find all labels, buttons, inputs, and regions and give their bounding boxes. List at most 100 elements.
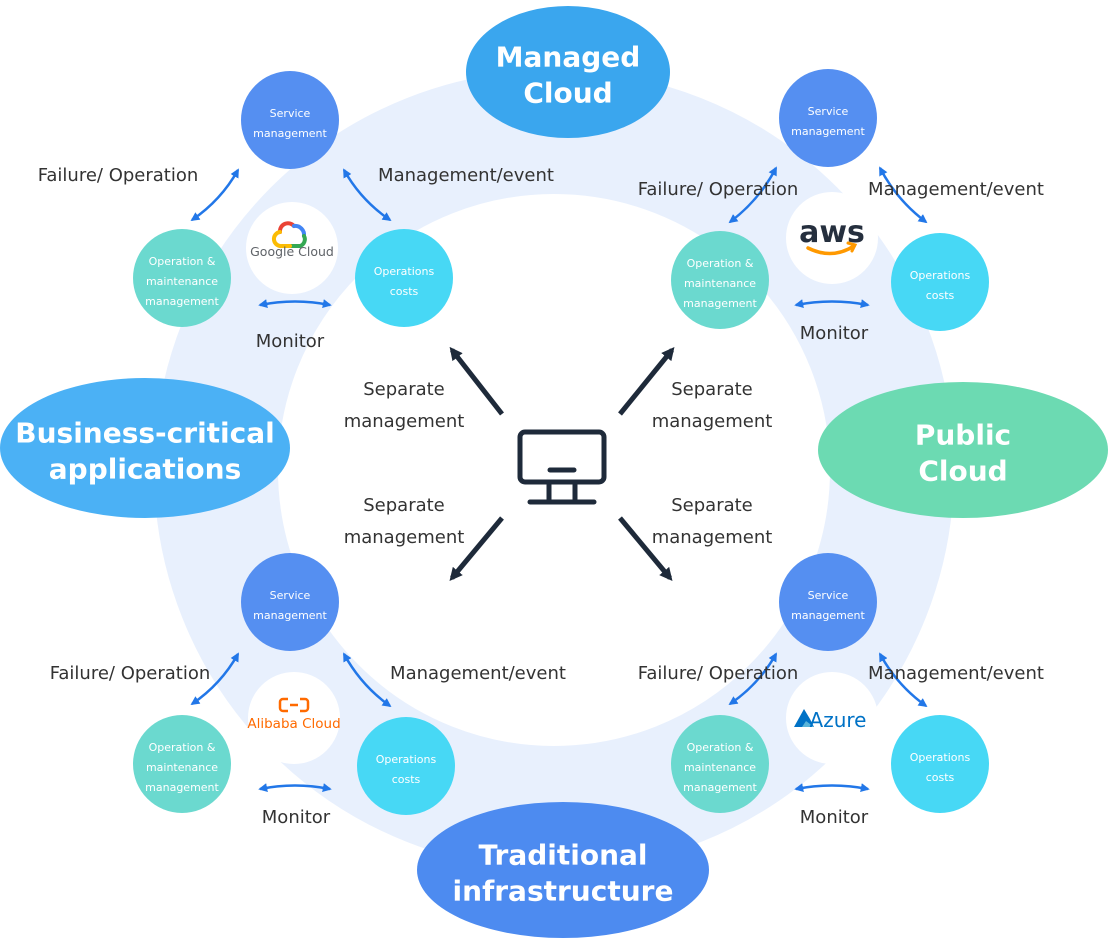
google-cloud-mark-green [288, 234, 307, 248]
failure-operation-label: Failure/ Operation [50, 663, 211, 684]
service-management-node [779, 69, 877, 167]
bidirectional-arrow [342, 652, 392, 708]
hub-label-line: infrastructure [453, 875, 674, 908]
service-management-node [241, 553, 339, 651]
service-management-node [779, 553, 877, 651]
alibaba-mark-left [278, 697, 288, 713]
operation-maintenance-node [671, 715, 769, 813]
hub-ellipse [0, 378, 290, 518]
monitor-label: Monitor [262, 807, 331, 828]
service-management-label-line: management [791, 609, 865, 622]
operation-maintenance-label: Operation & maintenance management [145, 255, 219, 308]
operations-costs-label-line: Operations [374, 265, 435, 278]
separate-management-label-line: management [652, 411, 773, 432]
separate-management-label-line: management [344, 527, 465, 548]
monitor-label: Monitor [256, 331, 325, 352]
management-event-label: Management/event [868, 179, 1044, 200]
failure-operation-label: Failure/ Operation [38, 165, 199, 186]
azure-logo: Azure [786, 672, 878, 764]
service-management-label-line: Service [808, 589, 849, 602]
alibaba-cloud-logo: Alibaba Cloud [247, 672, 341, 764]
hub-label-line: applications [49, 453, 242, 486]
hub-label-line: Traditional [478, 839, 647, 872]
service-management-label-line: Service [808, 105, 849, 118]
alibaba-cloud-wordmark: Alibaba Cloud [247, 716, 340, 732]
operations-costs-label: Operations costs [376, 753, 437, 786]
center-arrow [618, 516, 673, 581]
operation-maintenance-label-line: management [145, 295, 219, 308]
service-management-label: Service management [791, 105, 865, 138]
service-management-label-line: Service [270, 589, 311, 602]
operations-costs-label-line: costs [392, 773, 421, 786]
aws-logo-badge [786, 192, 878, 284]
separate-management-label-line: management [652, 527, 773, 548]
hub-label-line: Cloud [523, 77, 612, 110]
hub-ellipse [466, 6, 670, 138]
center-arrow [449, 346, 504, 416]
google-cloud-mark [271, 221, 307, 249]
operation-maintenance-label-line: management [683, 297, 757, 310]
operation-maintenance-label-line: Operation & [149, 741, 216, 754]
operation-maintenance-label-line: Operation & [149, 255, 216, 268]
separate-management-label: Separate management [344, 495, 465, 548]
operations-costs-label-line: costs [390, 285, 419, 298]
service-management-label-line: management [791, 125, 865, 138]
hub-ellipse [417, 802, 709, 938]
alibaba-mark-right [300, 697, 310, 713]
monitor-icon [517, 429, 607, 505]
operation-maintenance-label-line: maintenance [146, 275, 218, 288]
operations-costs-node [891, 715, 989, 813]
aws-smile [806, 244, 856, 256]
bidirectional-arrow [728, 166, 778, 224]
center-arrow [449, 516, 504, 581]
operations-costs-label-line: costs [926, 771, 955, 784]
separate-management-label-line: Separate [363, 495, 445, 516]
bidirectional-arrow [258, 783, 332, 793]
bidirectional-arrow [794, 299, 870, 309]
hub-label-line: Public [915, 419, 1011, 452]
center-arrow [618, 346, 675, 416]
azure-wordmark: Azure [810, 708, 867, 732]
operation-maintenance-node [671, 231, 769, 329]
operations-costs-node [357, 717, 455, 815]
hub-ellipse [818, 382, 1108, 518]
monitor-label: Monitor [800, 807, 869, 828]
aws-smile-tip [846, 241, 858, 253]
management-event-label: Management/event [868, 663, 1044, 684]
google-cloud-mark-yellow [271, 230, 292, 249]
operations-costs-label: Operations costs [374, 265, 435, 298]
hub-label-line: Cloud [918, 455, 1007, 488]
operations-costs-label-line: Operations [376, 753, 437, 766]
operation-maintenance-node [133, 229, 231, 327]
operations-costs-node [891, 233, 989, 331]
alibaba-cloud-mark [278, 697, 310, 713]
bidirectional-arrow [728, 652, 778, 706]
hub-label-line: Managed [496, 41, 641, 74]
operation-maintenance-label-line: management [145, 781, 219, 794]
bidirectional-arrow [258, 299, 332, 309]
service-management-label-line: management [253, 609, 327, 622]
operation-maintenance-node [133, 715, 231, 813]
service-management-label: Service management [253, 589, 327, 622]
